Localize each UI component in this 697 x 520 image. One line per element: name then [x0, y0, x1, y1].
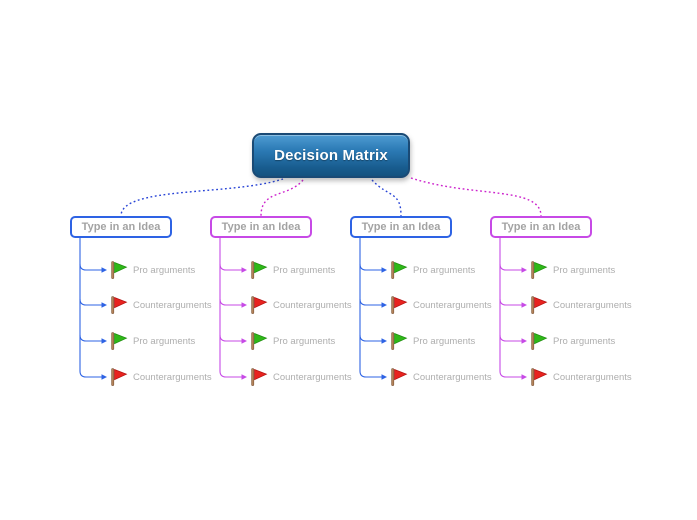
child-node-label: Pro arguments — [553, 264, 616, 276]
child-node-pro-arguments[interactable]: Pro arguments — [389, 330, 475, 352]
idea-node-label: Type in an Idea — [501, 221, 581, 233]
child-node-counterarguments[interactable]: Counterarguments — [529, 294, 632, 316]
red-flag-icon — [531, 368, 548, 386]
child-node-label: Counterarguments — [133, 299, 212, 311]
green-flag-icon — [111, 332, 128, 350]
child-node-label: Pro arguments — [133, 335, 196, 347]
child-node-counterarguments[interactable]: Counterarguments — [389, 366, 492, 388]
branch-connectors-1 — [79, 238, 102, 378]
child-node-label: Pro arguments — [553, 335, 616, 347]
branch-connectors-4 — [499, 238, 522, 378]
green-flag-icon — [531, 261, 548, 279]
idea-node-1[interactable]: Type in an Idea — [70, 216, 172, 238]
child-node-pro-arguments[interactable]: Pro arguments — [109, 259, 195, 281]
idea-node-label: Type in an Idea — [221, 221, 301, 233]
child-node-label: Counterarguments — [133, 371, 212, 383]
child-node-label: Pro arguments — [273, 335, 336, 347]
child-node-label: Counterarguments — [273, 299, 352, 311]
child-node-label: Pro arguments — [273, 264, 336, 276]
dotted-curve-branch-2 — [260, 179, 304, 217]
child-node-counterarguments[interactable]: Counterarguments — [109, 294, 212, 316]
green-flag-icon — [251, 332, 268, 350]
red-flag-icon — [251, 368, 268, 386]
child-node-pro-arguments[interactable]: Pro arguments — [109, 330, 195, 352]
child-node-pro-arguments[interactable]: Pro arguments — [529, 259, 615, 281]
root-node-decision-matrix[interactable]: Decision Matrix — [252, 133, 410, 178]
child-node-counterarguments[interactable]: Counterarguments — [529, 366, 632, 388]
child-node-counterarguments[interactable]: Counterarguments — [389, 294, 492, 316]
child-node-label: Counterarguments — [553, 299, 632, 311]
dotted-curve-branch-3 — [371, 179, 402, 217]
green-flag-icon — [111, 261, 128, 279]
dotted-curve-branch-1 — [120, 178, 284, 217]
child-node-label: Pro arguments — [413, 264, 476, 276]
red-flag-icon — [391, 368, 408, 386]
child-node-pro-arguments[interactable]: Pro arguments — [389, 259, 475, 281]
child-node-label: Counterarguments — [273, 371, 352, 383]
child-node-counterarguments[interactable]: Counterarguments — [109, 366, 212, 388]
child-node-label: Pro arguments — [413, 335, 476, 347]
child-node-pro-arguments[interactable]: Pro arguments — [529, 330, 615, 352]
idea-node-label: Type in an Idea — [361, 221, 441, 233]
child-node-counterarguments[interactable]: Counterarguments — [249, 366, 352, 388]
child-node-label: Counterarguments — [413, 371, 492, 383]
red-flag-icon — [111, 368, 128, 386]
idea-node-label: Type in an Idea — [81, 221, 161, 233]
green-flag-icon — [391, 261, 408, 279]
child-node-label: Counterarguments — [553, 371, 632, 383]
dotted-curve-branch-4 — [410, 177, 542, 217]
root-node-label: Decision Matrix — [274, 147, 388, 164]
green-flag-icon — [251, 261, 268, 279]
idea-node-3[interactable]: Type in an Idea — [350, 216, 452, 238]
child-node-label: Pro arguments — [133, 264, 196, 276]
red-flag-icon — [391, 296, 408, 314]
branch-connectors-3 — [359, 238, 382, 378]
branch-connectors-2 — [219, 238, 242, 378]
green-flag-icon — [531, 332, 548, 350]
red-flag-icon — [251, 296, 268, 314]
child-node-pro-arguments[interactable]: Pro arguments — [249, 330, 335, 352]
idea-node-2[interactable]: Type in an Idea — [210, 216, 312, 238]
child-node-label: Counterarguments — [413, 299, 492, 311]
idea-node-4[interactable]: Type in an Idea — [490, 216, 592, 238]
child-node-counterarguments[interactable]: Counterarguments — [249, 294, 352, 316]
red-flag-icon — [531, 296, 548, 314]
green-flag-icon — [391, 332, 408, 350]
red-flag-icon — [111, 296, 128, 314]
child-node-pro-arguments[interactable]: Pro arguments — [249, 259, 335, 281]
